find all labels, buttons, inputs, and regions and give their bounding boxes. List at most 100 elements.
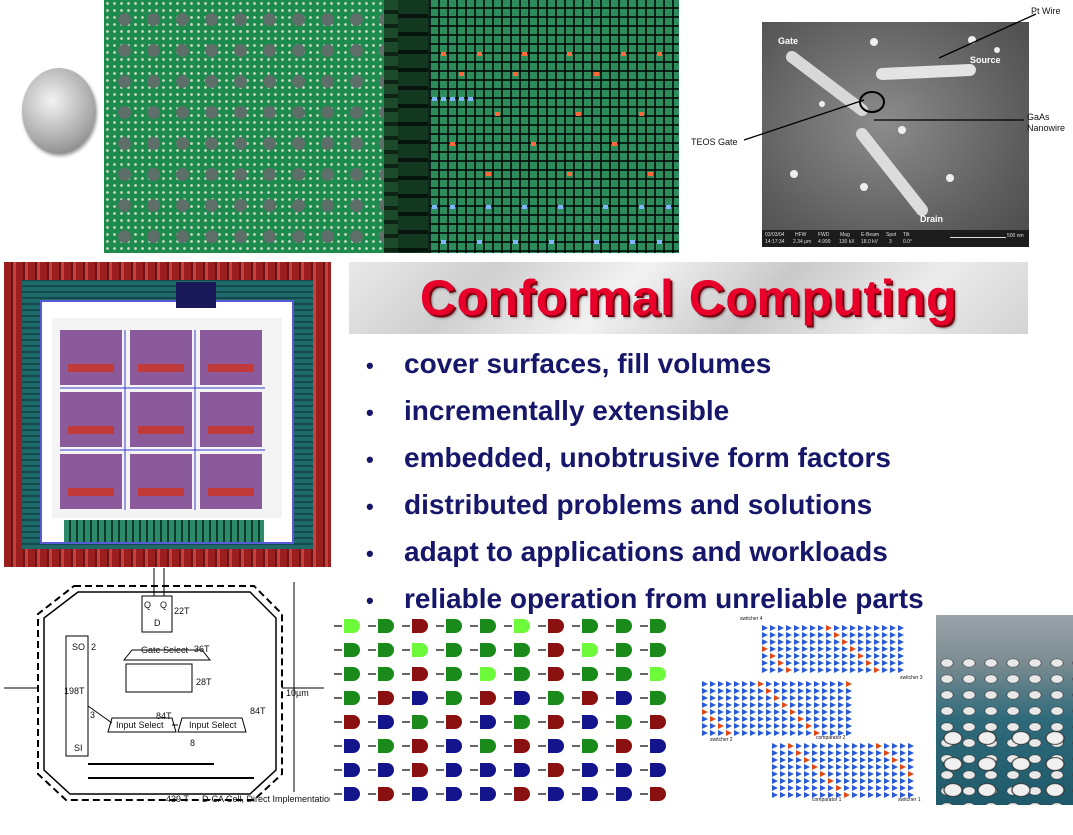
ca-cell: [378, 619, 394, 633]
switch-arrow: [718, 681, 724, 687]
switch-arrow: [774, 730, 780, 736]
dca-198t: 198T: [64, 686, 85, 696]
ca-cell: [582, 643, 598, 657]
switch-arrow: [900, 764, 906, 770]
switch-arrow: [822, 688, 828, 694]
switch-arrow: [726, 702, 732, 708]
switch-arrow: [790, 702, 796, 708]
switch-arrow: [772, 771, 778, 777]
pcb-connector-strip: [384, 0, 398, 253]
switcher4-label: switcher 4: [740, 616, 763, 622]
switch-arrow: [858, 632, 864, 638]
switch-arrow: [818, 639, 824, 645]
switch-arrow: [762, 646, 768, 652]
dca-3: 3: [90, 710, 96, 720]
switch-arrow: [890, 667, 896, 673]
switch-arrow: [750, 688, 756, 694]
switch-arrow: [860, 771, 866, 777]
feature-bullet-list: •cover surfaces, fill volumes •increment…: [366, 340, 1066, 622]
switch-arrow: [834, 667, 840, 673]
switch-arrow: [900, 785, 906, 791]
swarm-robots-photo: [936, 615, 1073, 805]
switch-arrow: [798, 709, 804, 715]
switch-arrow: [846, 709, 852, 715]
switch-arrow: [810, 625, 816, 631]
switch-arrow: [798, 688, 804, 694]
switch-arrow: [718, 709, 724, 715]
switch-arrow: [798, 730, 804, 736]
ca-cell: [446, 619, 462, 633]
switch-arrow: [822, 681, 828, 687]
switch-arrow: [710, 730, 716, 736]
switch-arrow: [702, 695, 708, 701]
switch-arrow: [780, 764, 786, 770]
switch-arrow: [842, 660, 848, 666]
switch-arrow: [742, 695, 748, 701]
switch-arrow: [710, 695, 716, 701]
switch-arrow: [718, 695, 724, 701]
switch-arrow: [838, 723, 844, 729]
switch-arrow: [908, 778, 914, 784]
switch-arrow: [788, 750, 794, 756]
switch-arrow: [774, 702, 780, 708]
ca-cell: [412, 787, 428, 801]
switch-arrow: [884, 792, 890, 798]
switch-arrow: [884, 778, 890, 784]
switch-arrow: [782, 709, 788, 715]
ca-cell: [344, 739, 360, 753]
bullet-dot-icon: •: [366, 541, 374, 566]
switch-arrow: [858, 625, 864, 631]
switch-arrow: [750, 716, 756, 722]
switch-arrow: [828, 743, 834, 749]
sem-nanowires: [786, 36, 1000, 216]
switch-arrow: [802, 632, 808, 638]
pcb-board-image: [104, 0, 384, 253]
switch-arrow: [758, 702, 764, 708]
switch-arrow: [806, 709, 812, 715]
switch-arrow: [796, 792, 802, 798]
switch-arrow: [758, 723, 764, 729]
switch-arrow: [828, 778, 834, 784]
switch-arrow: [908, 757, 914, 763]
switch-arrow: [842, 639, 848, 645]
switch-arrow: [820, 785, 826, 791]
switch-arrow: [874, 660, 880, 666]
ca-cell: [650, 643, 666, 657]
switch-arrow: [702, 681, 708, 687]
switch-arrow: [826, 660, 832, 666]
switch-arrow: [826, 625, 832, 631]
switch-arrow: [850, 653, 856, 659]
switch-arrow: [820, 771, 826, 777]
ca-cell: [548, 787, 564, 801]
switch-arrow: [874, 653, 880, 659]
switch-arrow: [892, 743, 898, 749]
switch-arrow: [836, 785, 842, 791]
dca-36t: 36T: [194, 644, 210, 654]
switch-arrow: [796, 750, 802, 756]
comparator2-label: comparator 2: [816, 735, 846, 741]
switch-arrow: [804, 750, 810, 756]
sem-hfw: 2.34 µm: [793, 239, 812, 245]
switch-arrow: [876, 785, 882, 791]
ca-cell: [616, 715, 632, 729]
switch-arrow: [766, 695, 772, 701]
ca-cell: [616, 763, 632, 777]
switch-arrow: [908, 771, 914, 777]
switch-arrow: [898, 667, 904, 673]
switch-arrow: [718, 716, 724, 722]
switch-arrow: [798, 716, 804, 722]
switch-arrow: [868, 792, 874, 798]
switch-arrow: [778, 667, 784, 673]
ca-cell: [344, 763, 360, 777]
switch-arrow: [786, 667, 792, 673]
switch-arrow: [828, 785, 834, 791]
switch-arrow: [842, 625, 848, 631]
ca-cell: [548, 739, 564, 753]
switch-arrow: [814, 716, 820, 722]
ca-cell: [616, 691, 632, 705]
dca-8: 8: [190, 738, 196, 748]
switch-arrow: [892, 750, 898, 756]
ca-cell: [582, 739, 598, 753]
ca-cell: [446, 667, 462, 681]
switch-arrow: [796, 757, 802, 763]
